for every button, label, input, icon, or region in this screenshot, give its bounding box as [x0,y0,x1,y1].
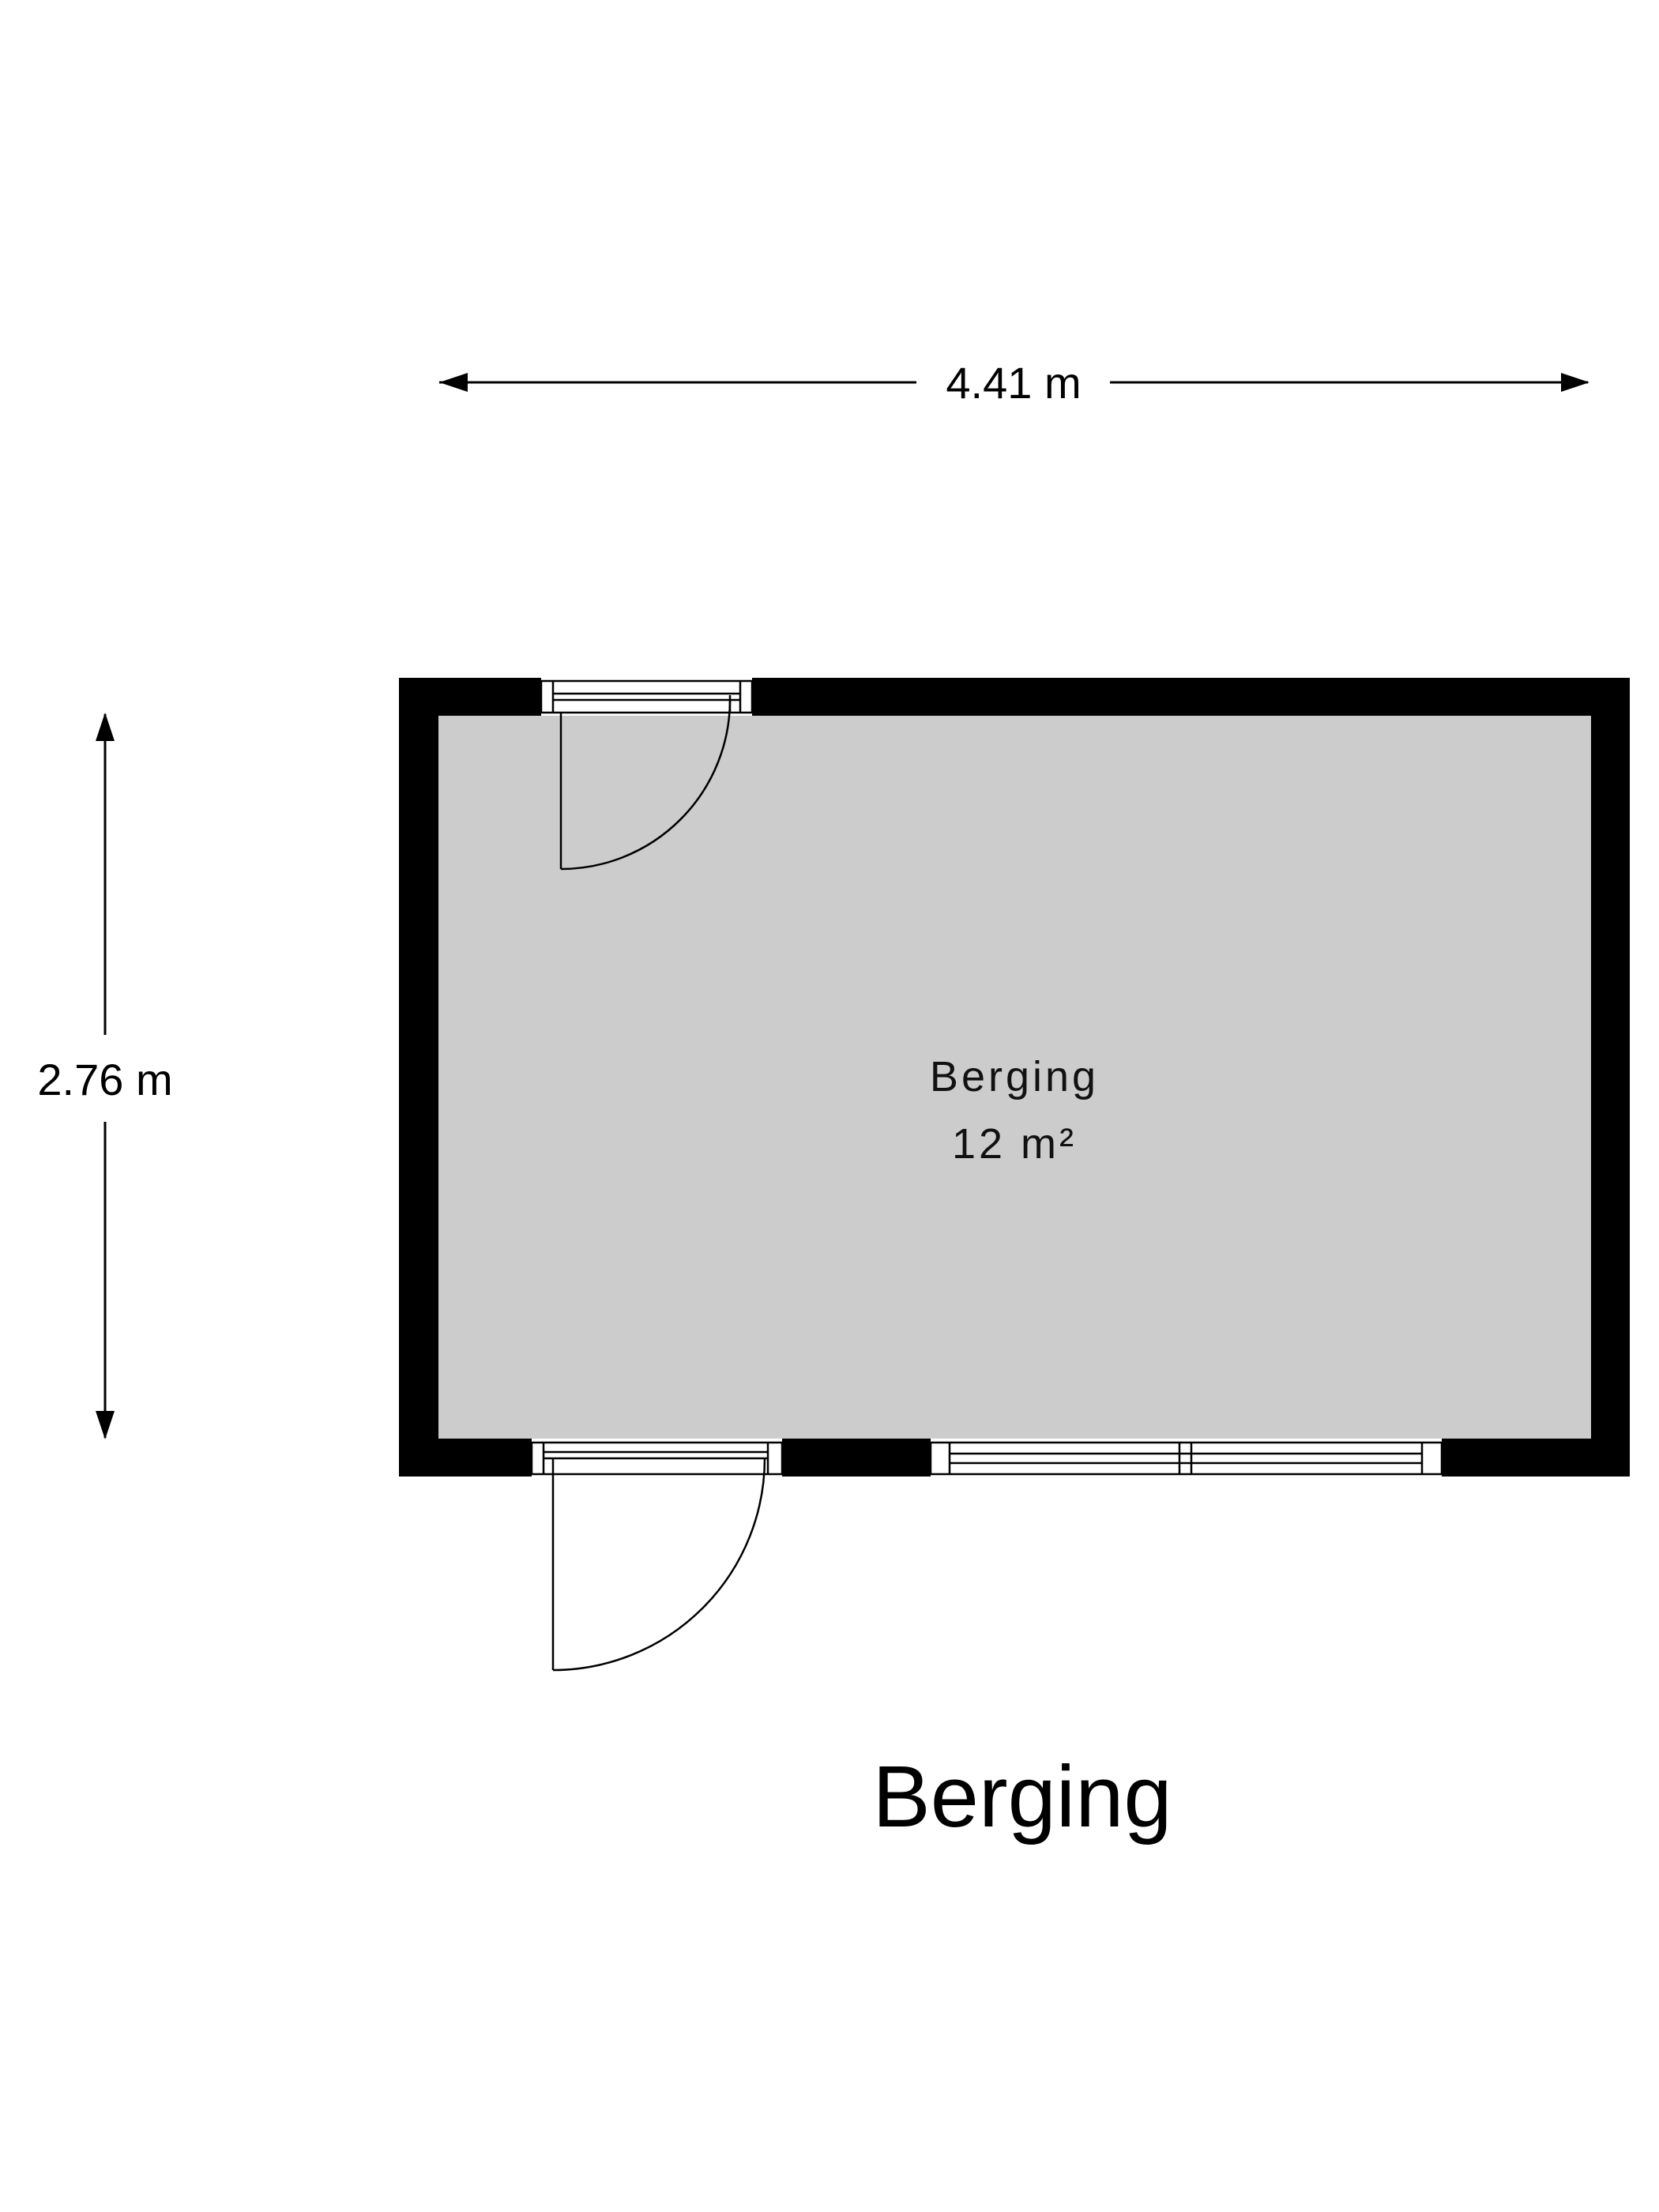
room-floor [438,716,1591,1439]
bottom-window [929,1441,1443,1476]
height-dimension-label: 2.76 m [37,1055,172,1104]
arrow-down-icon [96,1411,115,1439]
room-name: Berging [930,1053,1099,1100]
arrow-up-icon [96,713,115,741]
bottom-door [530,1441,784,1672]
height-dimension: 2.76 m [37,713,173,1439]
plan-title: Berging [872,1748,1172,1845]
arrow-right-icon [1561,373,1589,392]
room-area: 12 m² [952,1120,1077,1168]
walls [399,678,1630,1477]
top-door [540,679,754,871]
width-dimension: 4.41 m [439,358,1589,408]
width-dimension-label: 4.41 m [946,358,1081,408]
arrow-left-icon [439,373,468,392]
